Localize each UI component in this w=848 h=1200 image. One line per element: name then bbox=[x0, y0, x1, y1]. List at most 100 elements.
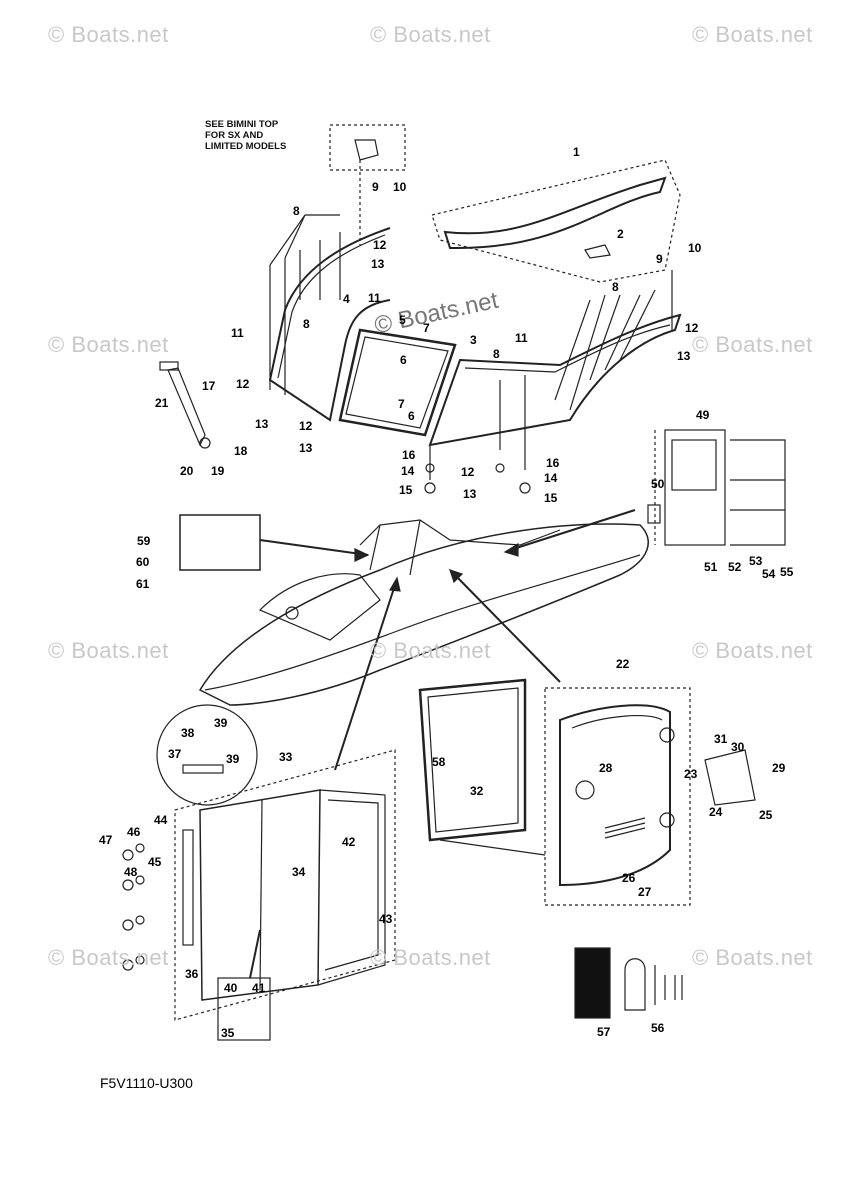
callout-25: 25 bbox=[759, 808, 773, 822]
callout-31: 31 bbox=[714, 732, 728, 746]
boat-hull bbox=[198, 523, 649, 706]
callout-24: 24 bbox=[709, 805, 723, 819]
velcro-strip bbox=[574, 947, 611, 1019]
callout-12: 12 bbox=[685, 321, 699, 335]
callout-12: 12 bbox=[461, 465, 475, 479]
callout-11: 11 bbox=[515, 331, 528, 345]
callout-23: 23 bbox=[684, 767, 698, 781]
callout-11: 11 bbox=[368, 291, 381, 305]
glove-box-outline bbox=[544, 687, 691, 906]
callout-39: 39 bbox=[226, 752, 240, 766]
callout-56: 56 bbox=[651, 1021, 665, 1035]
watermark: © Boats.net bbox=[370, 638, 491, 663]
callout-42: 42 bbox=[342, 835, 356, 849]
right-windshield-frame bbox=[428, 313, 682, 447]
callout-41: 41 bbox=[252, 981, 266, 995]
watermark: © Boats.net bbox=[48, 638, 169, 663]
callout-29: 29 bbox=[772, 761, 786, 775]
callout-30: 30 bbox=[731, 740, 745, 754]
callout-46: 46 bbox=[127, 825, 141, 839]
callout-8: 8 bbox=[303, 317, 310, 331]
callout-12: 12 bbox=[299, 419, 313, 433]
watermark: © Boats.net bbox=[692, 638, 813, 663]
windshield-cap-outline bbox=[431, 159, 681, 283]
callout-18: 18 bbox=[234, 444, 248, 458]
callout-5: 5 bbox=[399, 313, 406, 327]
callout-57: 57 bbox=[597, 1025, 611, 1039]
callout-38: 38 bbox=[181, 726, 195, 740]
callout-44: 44 bbox=[154, 813, 168, 827]
watermark: © Boats.net bbox=[692, 22, 813, 47]
callout-26: 26 bbox=[622, 871, 636, 885]
callout-47: 47 bbox=[99, 833, 113, 847]
watermark: © Boats.net bbox=[370, 945, 491, 970]
center-windshield bbox=[338, 328, 457, 437]
callout-8: 8 bbox=[293, 204, 300, 218]
callout-14: 14 bbox=[544, 471, 558, 485]
bimini-bracket-box bbox=[329, 124, 406, 171]
callout-32: 32 bbox=[470, 784, 484, 798]
callout-13: 13 bbox=[677, 349, 691, 363]
callout-33: 33 bbox=[279, 750, 293, 764]
callout-54: 54 bbox=[762, 567, 776, 581]
support-strut bbox=[167, 367, 206, 447]
callout-8: 8 bbox=[612, 280, 619, 294]
hinge-detail-circle bbox=[156, 704, 258, 806]
callout-58: 58 bbox=[432, 755, 446, 769]
callout-51: 51 bbox=[704, 560, 718, 574]
gasket bbox=[418, 678, 527, 842]
callout-9: 9 bbox=[372, 180, 379, 194]
callout-6: 6 bbox=[408, 409, 415, 423]
callout-37: 37 bbox=[168, 747, 182, 761]
callout-60: 60 bbox=[136, 555, 150, 569]
callout-11: 11 bbox=[231, 326, 244, 340]
callout-21: 21 bbox=[155, 396, 169, 410]
callout-52: 52 bbox=[728, 560, 742, 574]
callout-10: 10 bbox=[393, 180, 407, 194]
watermark: © Boats.net bbox=[692, 332, 813, 357]
callout-7: 7 bbox=[423, 321, 430, 335]
compartment-door bbox=[664, 429, 726, 546]
callout-50: 50 bbox=[651, 477, 665, 491]
watermark: © Boats.net bbox=[48, 22, 169, 47]
callout-10: 10 bbox=[688, 241, 702, 255]
latch-detail-box bbox=[217, 977, 271, 1041]
hatch-door-outline bbox=[174, 749, 396, 1021]
bimini-note: SEE BIMINI TOP FOR SX AND LIMITED MODELS bbox=[205, 119, 287, 152]
callout-16: 16 bbox=[546, 456, 560, 470]
callout-12: 12 bbox=[236, 377, 250, 391]
callout-16: 16 bbox=[402, 448, 416, 462]
callout-13: 13 bbox=[299, 441, 313, 455]
callout-35: 35 bbox=[221, 1026, 235, 1040]
callout-15: 15 bbox=[544, 491, 558, 505]
callout-34: 34 bbox=[292, 865, 306, 879]
callout-48: 48 bbox=[124, 865, 138, 879]
callout-61: 61 bbox=[136, 577, 150, 591]
callout-13: 13 bbox=[371, 257, 385, 271]
callout-14: 14 bbox=[401, 464, 415, 478]
callout-15: 15 bbox=[399, 483, 413, 497]
callout-49: 49 bbox=[696, 408, 710, 422]
watermark: © Boats.net bbox=[370, 22, 491, 47]
callout-1: 1 bbox=[573, 145, 580, 159]
callout-45: 45 bbox=[148, 855, 162, 869]
callout-13: 13 bbox=[463, 487, 477, 501]
callout-28: 28 bbox=[599, 761, 613, 775]
callout-7: 7 bbox=[398, 397, 405, 411]
callout-8: 8 bbox=[493, 347, 500, 361]
callout-20: 20 bbox=[180, 464, 194, 478]
watermark: © Boats.net bbox=[48, 945, 169, 970]
callout-6: 6 bbox=[400, 353, 407, 367]
callout-59: 59 bbox=[137, 534, 151, 548]
callout-53: 53 bbox=[749, 554, 763, 568]
windshield-cap bbox=[443, 176, 667, 250]
glove-box-lid bbox=[559, 704, 671, 887]
callout-13: 13 bbox=[255, 417, 269, 431]
watermark: © Boats.net bbox=[692, 945, 813, 970]
callout-40: 40 bbox=[224, 981, 238, 995]
callout-39: 39 bbox=[214, 716, 228, 730]
cover-panel bbox=[179, 514, 261, 571]
callout-2: 2 bbox=[617, 227, 624, 241]
callout-19: 19 bbox=[211, 464, 225, 478]
